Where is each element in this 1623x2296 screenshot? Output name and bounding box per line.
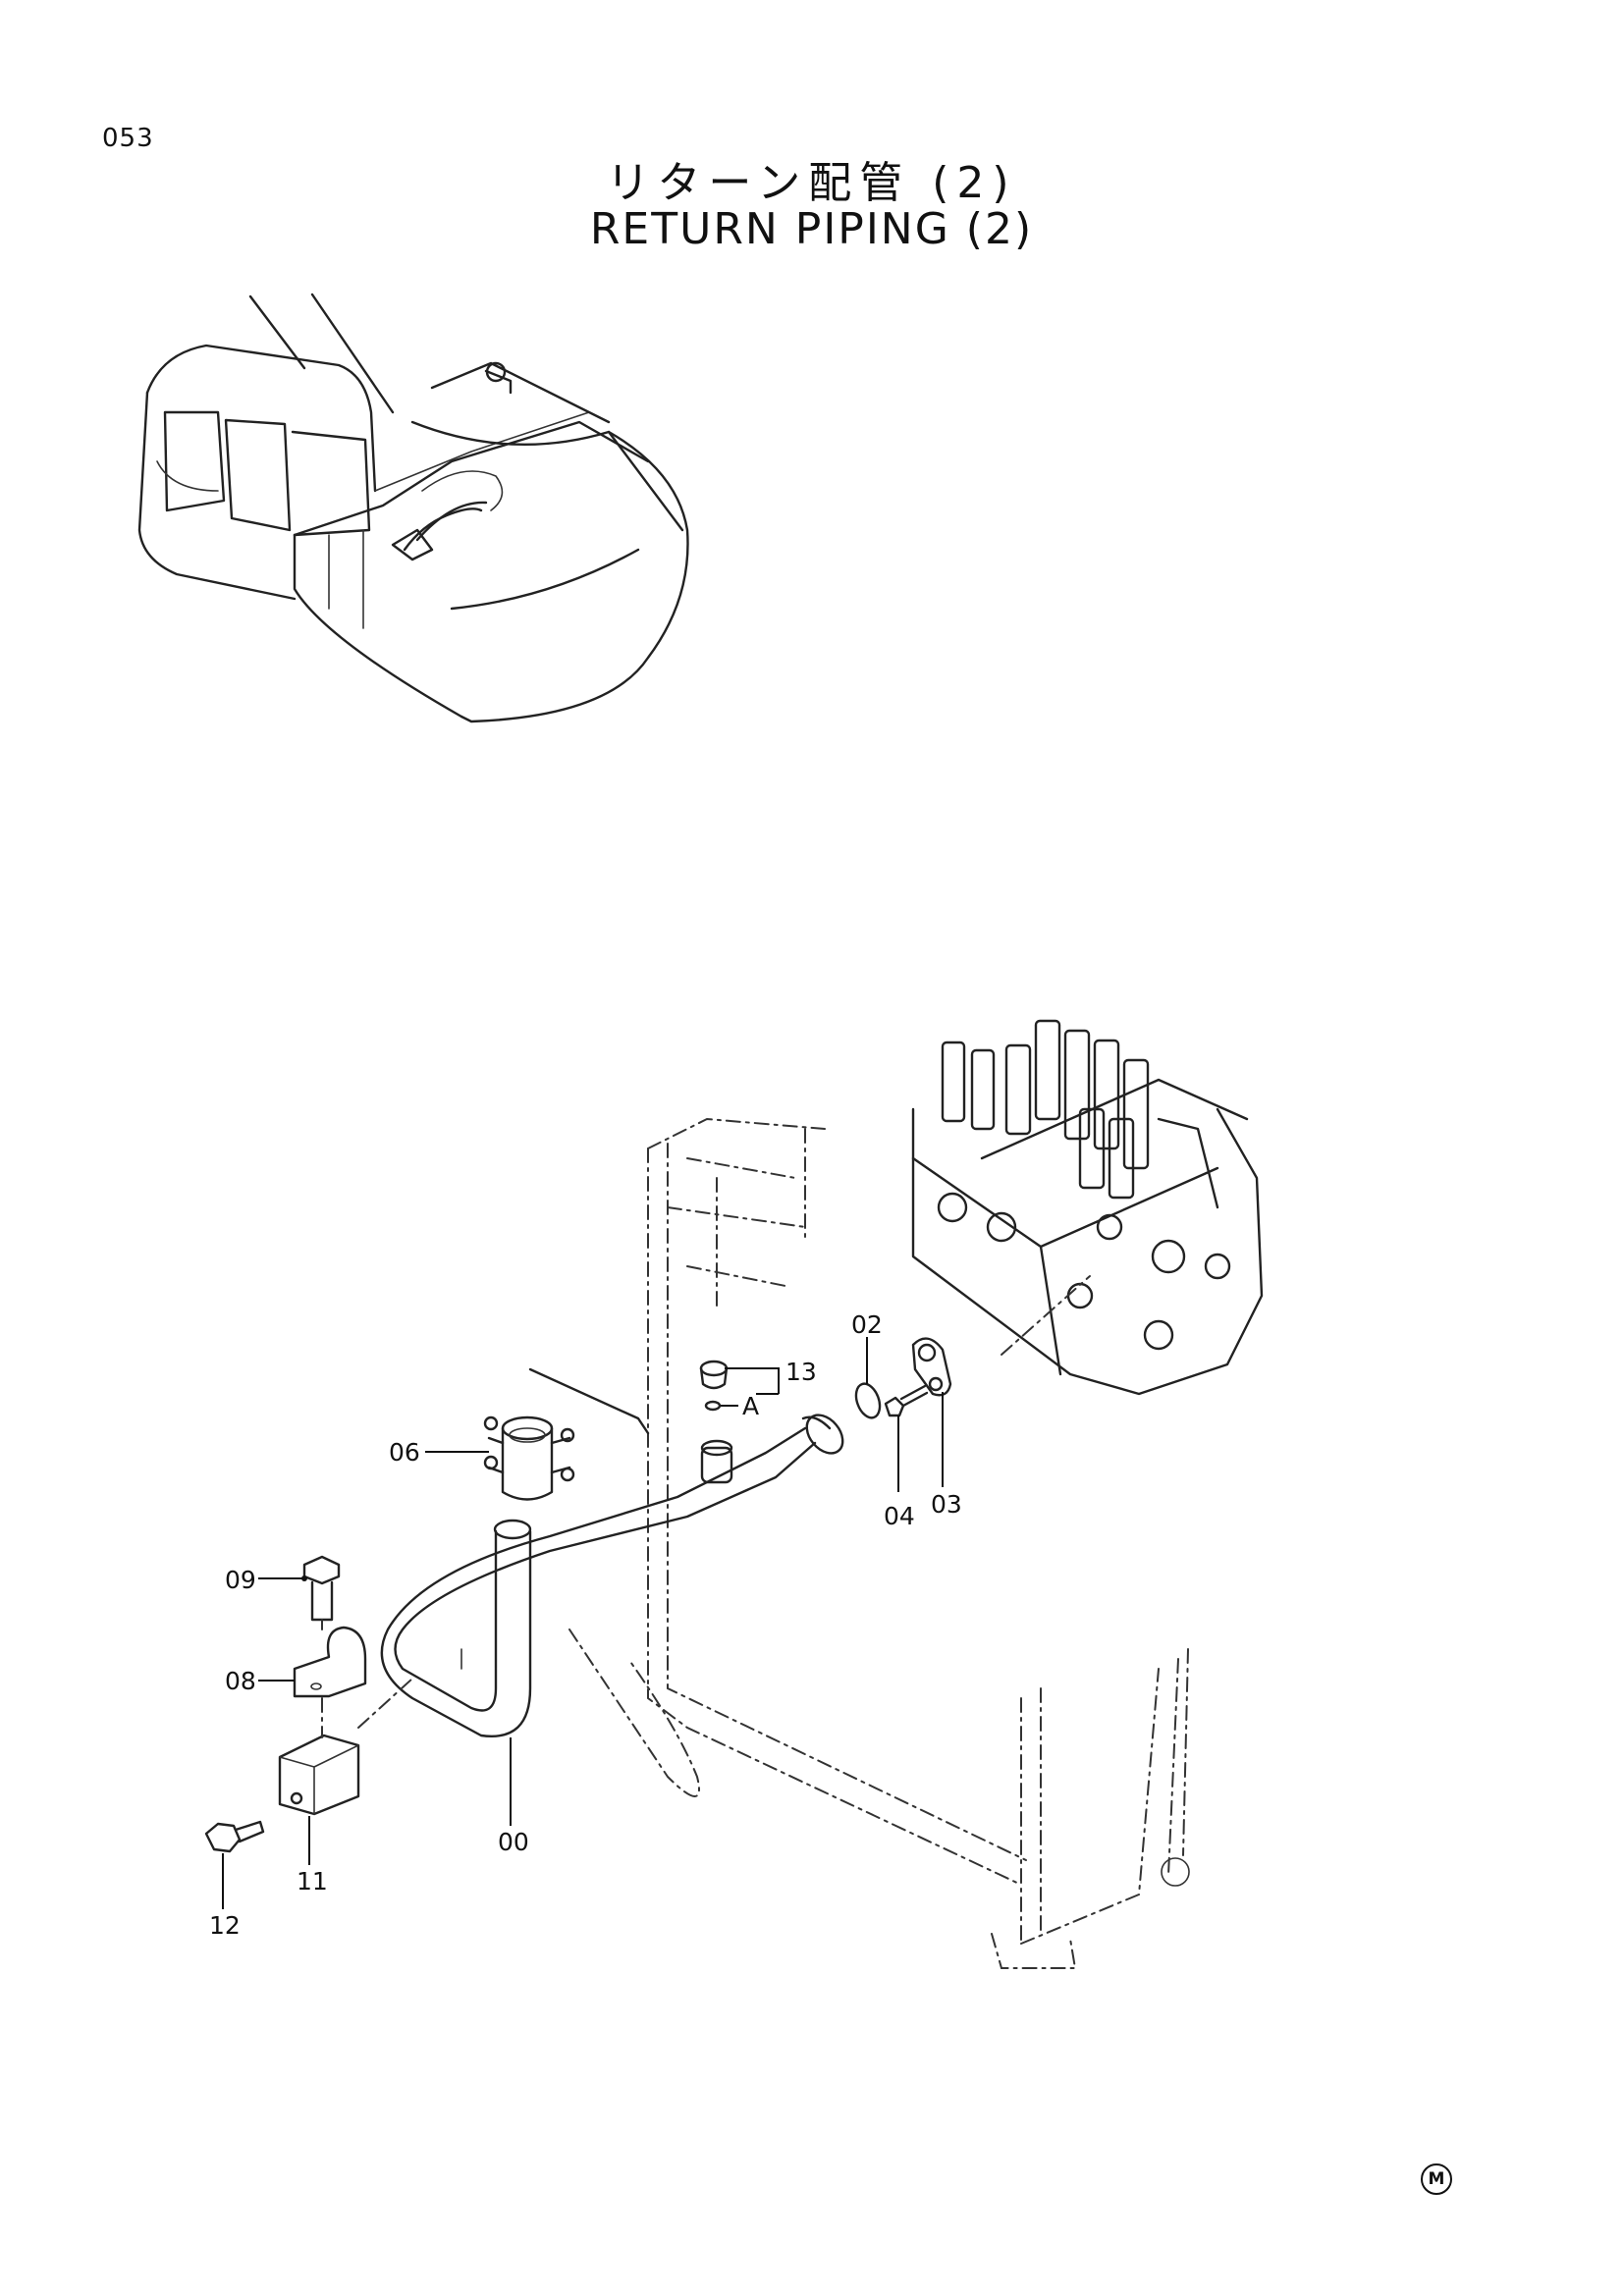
- callout-11: 11: [297, 1867, 328, 1896]
- callout-a: A: [742, 1392, 760, 1420]
- callout-03: 03: [931, 1490, 962, 1519]
- callout-00: 00: [498, 1828, 529, 1856]
- callout-08: 08: [225, 1667, 256, 1695]
- control-valve-illustration: [911, 1019, 1264, 1396]
- title-japanese: リターン配管 (2): [606, 158, 1017, 208]
- bolt-09: [302, 1555, 341, 1622]
- title-english: RETURN PIPING (2): [589, 204, 1034, 254]
- plug-13: [699, 1360, 729, 1390]
- callout-06: 06: [389, 1438, 420, 1467]
- callout-09: 09: [225, 1566, 256, 1594]
- frame-outline: [568, 1117, 1190, 1969]
- o-ring-a: [704, 1400, 722, 1412]
- page-number: 053: [102, 124, 154, 153]
- m-mark: M: [1421, 2163, 1452, 2195]
- callout-12: 12: [209, 1911, 241, 1940]
- callout-13: 13: [785, 1358, 817, 1386]
- return-pipe-00: [380, 1414, 844, 1737]
- bolt-04: [884, 1384, 929, 1417]
- hose-clamp-06: [483, 1367, 650, 1501]
- excavator-overview-illustration: [137, 293, 689, 723]
- o-ring-02: [854, 1382, 882, 1419]
- flange-03: [911, 1337, 952, 1397]
- clamp-block-11: [278, 1734, 360, 1816]
- leader-lines: [222, 1337, 944, 1909]
- callout-02: 02: [851, 1310, 883, 1339]
- callout-04: 04: [884, 1502, 915, 1530]
- bolt-12: [204, 1820, 265, 1853]
- clamp-08: [293, 1626, 367, 1698]
